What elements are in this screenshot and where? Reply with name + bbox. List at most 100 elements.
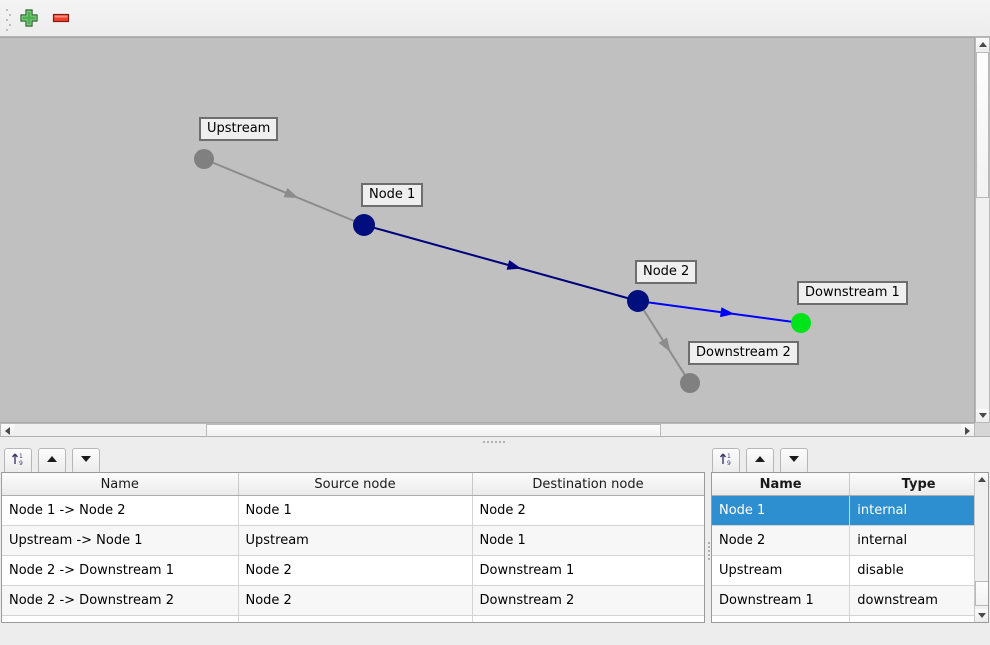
nodes-move-down-button[interactable] [780, 448, 808, 474]
vertical-splitter[interactable] [705, 476, 713, 627]
graph-node-node2[interactable] [627, 290, 649, 312]
cell-empty [849, 615, 988, 622]
graph-edge-upstream-node1[interactable] [203, 158, 365, 226]
grip-dot [6, 29, 8, 31]
triangle-up-icon [45, 452, 59, 470]
graph-node-label-node1[interactable]: Node 1 [361, 183, 424, 207]
triangle-left-icon [5, 426, 10, 435]
graph-edges-layer [194, 149, 811, 393]
graph-edge-arrow-node1-node2 [506, 260, 522, 270]
remove-button[interactable] [48, 6, 74, 32]
cell-type: downstream [849, 585, 988, 616]
cell-type: disable [849, 555, 988, 586]
scroll-down-button[interactable] [975, 609, 988, 622]
scroll-up-button[interactable] [976, 38, 989, 51]
graph-node-node1[interactable] [353, 214, 375, 236]
cell-name: Downstream 1 [712, 585, 851, 616]
cell-type: internal [849, 495, 988, 526]
graph-edge-arrow-node2-downstream1 [720, 307, 735, 318]
graph-node-label-downstream2[interactable]: Downstream 2 [688, 341, 799, 365]
svg-text:9: 9 [727, 460, 731, 467]
graph-node-label-upstream[interactable]: Upstream [199, 117, 279, 141]
cell-name: Upstream -> Node 1 [2, 525, 239, 556]
nodes-sort-button[interactable]: 1 9 [712, 448, 740, 474]
cell-source-node: Upstream [238, 525, 473, 556]
column-header-name[interactable]: Name [712, 473, 851, 496]
main-toolbar [0, 0, 990, 37]
nodes-vertical-scrollbar[interactable] [974, 473, 988, 622]
horizontal-splitter[interactable] [0, 436, 990, 447]
cell-name: Node 2 [712, 525, 851, 556]
triangle-right-icon [965, 426, 970, 435]
canvas-vertical-scrollbar[interactable] [975, 37, 990, 423]
graph-node-label-node2[interactable]: Node 2 [635, 260, 698, 284]
cell-source-node: Node 2 [238, 555, 473, 586]
graph-edge-node2-downstream1[interactable] [637, 300, 802, 324]
cell-destination-node: Node 1 [472, 525, 704, 556]
nodes-vscroll-thumb[interactable] [975, 581, 988, 606]
cell-destination-node: Node 2 [472, 495, 704, 526]
triangle-up-icon [977, 477, 986, 482]
green-plus-icon [18, 8, 40, 32]
graph-edge-arrow-node2-downstream2 [658, 337, 671, 353]
cell-name: Node 2 -> Downstream 2 [2, 585, 239, 616]
edges-pane-toolbar: 1 9 [4, 448, 114, 476]
triangle-down-icon [977, 613, 986, 618]
bottom-area: 1 9 1 9 [0, 446, 990, 645]
graph-node-downstream2[interactable] [680, 373, 700, 393]
graph-node-downstream1[interactable] [791, 313, 811, 333]
column-header-source-node[interactable]: Source node [238, 473, 473, 496]
cell-destination-node: Downstream 1 [472, 555, 704, 586]
grip-dot [6, 19, 8, 21]
edges-move-up-button[interactable] [38, 448, 66, 474]
table-empty-row [712, 615, 988, 622]
column-header-type[interactable]: Type [849, 473, 988, 496]
canvas-vscroll-thumb[interactable] [976, 52, 989, 198]
scroll-left-button[interactable] [1, 424, 14, 437]
scroll-up-button[interactable] [975, 473, 988, 486]
column-header-destination-node[interactable]: Destination node [472, 473, 704, 496]
cell-name: Node 2 -> Downstream 1 [2, 555, 239, 586]
column-header-name[interactable]: Name [2, 473, 239, 496]
edges-sort-button[interactable]: 1 9 [4, 448, 32, 474]
cell-source-node: Node 1 [238, 495, 473, 526]
cell-name: Node 1 -> Node 2 [2, 495, 239, 526]
graph-edge-arrow-upstream-node1 [283, 188, 299, 198]
red-minus-icon [50, 13, 72, 32]
cell-empty [472, 615, 704, 622]
nodes-move-up-button[interactable] [746, 448, 774, 474]
graph-node-label-downstream1[interactable]: Downstream 1 [797, 281, 908, 305]
triangle-up-icon [978, 42, 987, 47]
sort-ascending-icon: 1 9 [10, 451, 26, 471]
triangle-down-icon [79, 452, 93, 470]
triangle-down-icon [978, 413, 987, 418]
add-button[interactable] [16, 6, 42, 32]
graph-edge-node1-node2[interactable] [363, 224, 639, 302]
scroll-down-button[interactable] [976, 409, 989, 422]
toolbar-drag-handle[interactable] [6, 9, 11, 31]
splitter-grip [483, 441, 507, 443]
graph-node-upstream[interactable] [194, 149, 214, 169]
triangle-down-icon [787, 452, 801, 470]
edges-move-down-button[interactable] [72, 448, 100, 474]
cell-destination-node: Downstream 2 [472, 585, 704, 616]
svg-text:9: 9 [19, 460, 23, 467]
sort-ascending-icon: 1 9 [718, 451, 734, 471]
scroll-right-button[interactable] [961, 424, 974, 437]
svg-text:1: 1 [19, 453, 23, 460]
cell-name: Upstream [712, 555, 851, 586]
